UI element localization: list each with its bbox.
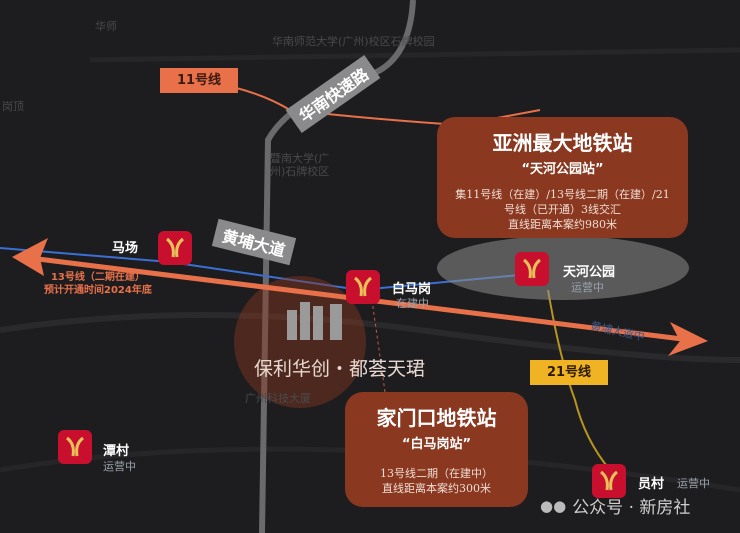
station-tancun: 潭村 [103,444,130,459]
callout-title: 亚洲最大地铁站 [492,131,633,155]
watermark-text: 公众号 · 新房社 [572,498,691,518]
metro-icon [515,252,549,286]
callout-desc: 直线距离本案约980米 [508,218,617,231]
metro-icon [158,231,192,265]
station-status: 运营中 [571,281,604,294]
callout-baimagang: 家门口地铁站 “白马岗站” 13号线二期（在建中） 直线距离本案约300米 [345,392,528,507]
metro-icon [58,430,92,464]
wechat-icon: ●● [540,496,567,515]
callout-title: 家门口地铁站 [376,406,497,430]
basemap-label: 华师 [95,20,117,33]
station-yuancun: 员村 [638,477,665,492]
basemap-label: 华南师范大学(广州)校区石牌校园 [272,35,435,48]
line13-label: 13号线（二期在建） [50,272,145,283]
project-name: 保利华创・都荟天珺 [254,358,426,380]
line11-tag: 11号线 [160,68,238,93]
metro-icon [346,270,380,304]
project-buildings [287,302,342,340]
station-tianhe-park: 天河公园 [563,265,616,280]
station-machang: 马场 [112,241,139,256]
basemap-label: 暨南大学(广州)石牌校区 [270,152,330,178]
callout-desc: 号线（已开通）3线交汇 [504,203,621,216]
line21-tag: 21号线 [530,360,608,385]
line21-path [547,289,611,471]
line13-note: 预计开通时间2024年底 [44,285,152,296]
station-status: 运营中 [103,460,136,473]
callout-desc: 直线距离本案约300米 [382,482,491,495]
metro-icon [592,464,626,498]
callout-tianhe: 亚洲最大地铁站 “天河公园站” 集11号线（在建）/13号线二期（在建）/21 … [437,117,688,238]
callout-desc: 13号线二期（在建中） [380,467,493,480]
watermark: ●● 公众号 · 新房社 [540,493,691,519]
station-baimagang: 白马岗 [392,282,432,297]
tianhe-highlight [437,236,689,300]
basemap-label: 岗顶 [2,100,24,113]
arrow-right-head [668,322,708,356]
callout-desc: 集11号线（在建）/13号线二期（在建）/21 [455,188,670,201]
basemap-label: 广州科技大厦 [245,392,311,405]
station-status: 在建中 [396,297,429,310]
station-status: 运营中 [677,477,710,490]
arrow-left-head [12,238,48,276]
callout-subtitle: “天河公园站” [521,162,604,177]
callout-subtitle: “白马岗站” [401,437,472,452]
